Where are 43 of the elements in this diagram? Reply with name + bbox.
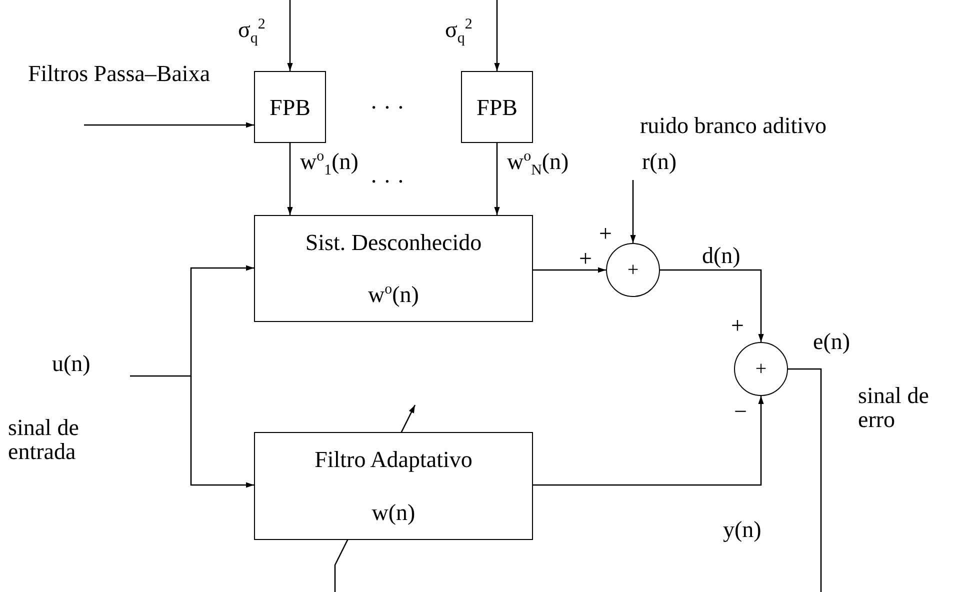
arrow (494, 143, 500, 215)
arrow (630, 180, 636, 243)
edge-label: e(n) (813, 330, 850, 354)
arrow (84, 122, 254, 128)
sign-label: + (627, 260, 639, 280)
sign-label: − (734, 400, 747, 424)
input-signal-caption: sinal de entrada (8, 416, 80, 464)
arrow (287, 0, 293, 71)
error-signal-caption: sinal de erro (858, 384, 930, 432)
block-label: FPB (476, 96, 518, 118)
sign-label: + (599, 222, 612, 246)
edge-label: d(n) (702, 244, 740, 268)
edge-label: y(n) (723, 518, 762, 542)
edge-label: w$^{o}$$_{1}$(n) (300, 150, 358, 174)
sign-label: + (579, 247, 592, 272)
block-label: Sist. Desconhecido (305, 230, 482, 254)
block-label: w(n) (372, 501, 416, 524)
input-signal-label: u(n) (52, 352, 90, 376)
arrow (130, 265, 254, 377)
ellipsis: · · · (370, 96, 404, 120)
arrow (533, 267, 606, 273)
ellipsis: · · · (370, 170, 404, 194)
filter-group-label: Filtros Passa–Baixa (26, 62, 212, 86)
filter-block (254, 71, 326, 143)
summing-junction (734, 342, 788, 396)
arrow (494, 0, 500, 71)
adaptive-filter-block (254, 432, 533, 540)
block-label: FPB (270, 96, 310, 118)
sign-label: + (731, 314, 744, 338)
arrow (287, 143, 293, 215)
noise-label: ruido branco aditivo (640, 114, 827, 138)
edge-label: r(n) (642, 150, 676, 174)
summing-junction (606, 243, 660, 297)
arrow (660, 269, 764, 342)
filter-block (461, 71, 533, 143)
block-label: Filtro Adaptativo (314, 448, 472, 471)
connector-line (788, 368, 822, 592)
block-label: w$^{o}$(n) (368, 283, 419, 306)
sign-label: + (755, 359, 767, 379)
arrow (533, 396, 764, 486)
arrow (190, 376, 254, 488)
system-block (254, 215, 533, 322)
edge-label: w$^{o}$$_{N}$(n) (507, 150, 569, 174)
